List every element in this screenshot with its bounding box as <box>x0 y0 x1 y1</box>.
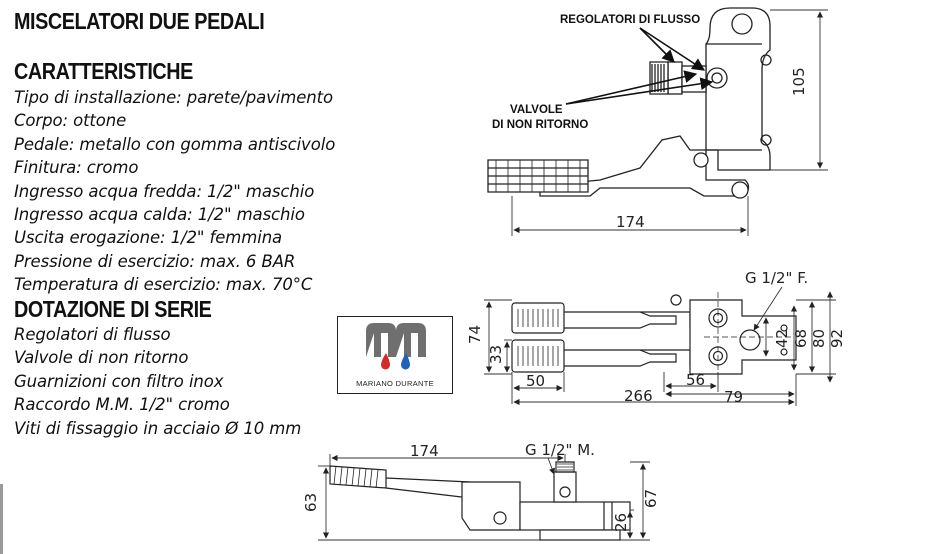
dim-side-length: 174 <box>616 213 645 231</box>
dim-33: 33 <box>487 345 505 364</box>
dim-42: 42 <box>773 329 791 348</box>
list-item: Uscita erogazione: 1/2" femmina <box>14 228 283 248</box>
caratteristiche-list: Tipo di installazione: parete/pavimento … <box>14 86 335 297</box>
hot-drop-icon <box>381 353 390 370</box>
page-title: MISCELATORI DUE PEDALI <box>14 8 265 34</box>
list-item: Corpo: ottone <box>14 111 127 131</box>
list-item: Finitura: cromo <box>14 158 139 178</box>
list-item: Regolatori di flusso <box>14 325 171 344</box>
brand-logo: MARIANO DURANTE <box>337 316 453 394</box>
dim-266: 266 <box>624 387 653 405</box>
logo-mark-icon <box>366 323 426 370</box>
callout-valvole-1: VALVOLE <box>510 104 563 116</box>
dim-74: 74 <box>466 325 484 344</box>
dim-63: 63 <box>302 493 320 512</box>
thread-label-male: G 1/2" M. <box>525 441 595 459</box>
dim-67: 67 <box>642 489 660 508</box>
dim-26: 26 <box>612 513 630 532</box>
list-item: Ingresso acqua calda: 1/2" maschio <box>14 205 305 225</box>
list-item: Raccordo M.M. 1/2" cromo <box>14 395 230 415</box>
callout-regolatori: REGOLATORI DI FLUSSO <box>560 14 700 26</box>
list-item: Viti di fissaggio in acciaio Ø 10 mm <box>14 418 302 438</box>
page-edge <box>0 484 3 554</box>
dotazione-list: Regolatori di flusso Valvole di non rito… <box>14 323 301 440</box>
list-item: Tipo di installazione: parete/pavimento <box>14 88 334 107</box>
dotazione-heading: DOTAZIONE DI SERIE <box>14 296 212 322</box>
list-item: Guarnizioni con filtro inox <box>14 371 224 391</box>
caratteristiche-heading: CARATTERISTICHE <box>14 58 193 84</box>
list-item: Valvole di non ritorno <box>14 348 189 368</box>
dim-front-174: 174 <box>410 442 439 460</box>
logo-text: MARIANO DURANTE <box>356 379 434 388</box>
list-item: Temperatura di esercizio: max. 70°C <box>14 275 313 295</box>
dim-92: 92 <box>828 329 846 348</box>
dim-50: 50 <box>526 372 545 390</box>
list-item: Pressione di esercizio: max. 6 BAR <box>14 251 296 271</box>
dim-68: 68 <box>792 329 810 348</box>
dim-79: 79 <box>724 388 743 406</box>
dim-56: 56 <box>686 371 705 389</box>
cold-drop-icon <box>401 353 410 370</box>
list-item: Ingresso acqua fredda: 1/2" maschio <box>14 181 315 201</box>
list-item: Pedale: metallo con gomma antiscivolo <box>14 134 336 154</box>
front-view-drawing <box>329 461 631 541</box>
callout-valvole-2: DI NON RITORNO <box>492 119 588 131</box>
side-view-drawing <box>487 7 772 199</box>
top-view-drawing <box>511 292 797 382</box>
dim-side-height: 105 <box>790 67 808 96</box>
dim-80: 80 <box>810 329 828 348</box>
thread-label-female: G 1/2" F. <box>745 269 808 287</box>
